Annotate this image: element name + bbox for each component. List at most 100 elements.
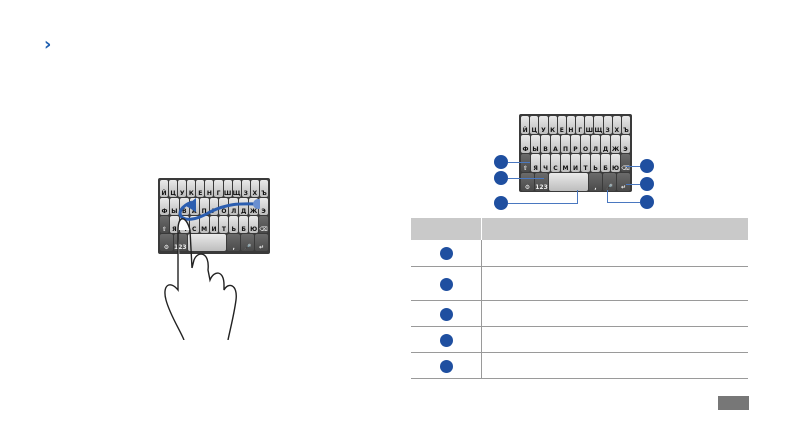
keyboard-key: ↵: [255, 234, 268, 251]
callout-4-marker-icon: [439, 333, 453, 347]
table-function-cell: [481, 240, 748, 267]
keyboard-key: Б: [601, 154, 610, 172]
keyboard-key: ⚙: [160, 234, 173, 251]
keyboard-key: ⇧: [521, 154, 530, 172]
keyboard-key: Ш: [585, 116, 594, 134]
keyboard-row-4: ⚙123,🎤↵: [160, 234, 268, 251]
keyboard-key: К: [548, 116, 557, 134]
keyboard-key: А: [551, 135, 560, 153]
keyboard-key: К: [187, 180, 196, 197]
keyboard-key: 123: [535, 173, 548, 191]
keyboard-key: Ъ: [621, 116, 631, 134]
table-row: [411, 266, 748, 301]
callout-3-line-v: [577, 190, 578, 204]
keyboard-key: [549, 173, 588, 191]
table-callout-cell: [411, 240, 482, 267]
keyboard-key: Й: [521, 116, 530, 134]
keyboard-key: З: [241, 180, 250, 197]
table-row: [411, 352, 748, 379]
keyboard-key: ⌫: [259, 216, 268, 233]
keyboard-key: Х: [250, 180, 259, 197]
callout-5-marker-icon: [439, 359, 453, 373]
keyboard-key: 🎤: [603, 173, 616, 191]
keyboard-key: Я: [169, 216, 179, 233]
keyboard-key: Г: [576, 116, 585, 134]
callout-description-table: [411, 218, 748, 379]
keyboard-key: Ф: [160, 198, 169, 215]
keyboard-key: Ю: [611, 154, 620, 172]
table-function-cell: [481, 300, 748, 327]
table-header-number: [411, 218, 482, 240]
keyboard-key: Ю: [249, 216, 259, 233]
callout-3-line: [508, 203, 578, 204]
section-chevron-icon: ›: [44, 34, 52, 55]
keyboard-key: Т: [581, 154, 590, 172]
keyboard-key: [187, 234, 227, 251]
keyboard-key: Я: [531, 154, 540, 172]
callout-1-marker-icon: [439, 247, 453, 261]
keyboard-key: ,: [589, 173, 602, 191]
keyboard-key: П: [561, 135, 570, 153]
keyboard-row-4: ⚙123,🎤↵: [521, 173, 630, 191]
callout-6-dot: [640, 195, 654, 209]
callout-3-marker-icon: [439, 307, 453, 321]
keyboard-key: Ч: [541, 154, 550, 172]
keyboard-key: У: [178, 180, 187, 197]
callout-5-line: [626, 184, 640, 185]
keyboard-key: Б: [239, 216, 249, 233]
callout-4-dot: [640, 159, 654, 173]
keyboard-key: Э: [259, 198, 268, 215]
keyboard-key: П: [199, 198, 209, 215]
callout-3-dot: [494, 196, 508, 210]
keyboard-key: ⚙: [521, 173, 534, 191]
keyboard-key: И: [571, 154, 580, 172]
keyboard-key: У: [539, 116, 548, 134]
keyboard-key: Ц: [530, 116, 539, 134]
keyboard-key: Ф: [521, 135, 530, 153]
keyboard-key: М: [199, 216, 209, 233]
keyboard-key: Ж: [249, 198, 259, 215]
callout-1-dot: [494, 155, 508, 169]
table-callout-cell: [411, 352, 482, 379]
callout-4-line: [626, 166, 640, 167]
keyboard-key: Д: [601, 135, 610, 153]
callout-1-line: [508, 162, 530, 163]
keyboard-key: Щ: [594, 116, 603, 134]
keyboard-key: Ь: [591, 154, 600, 172]
keyboard-key: ,: [227, 234, 241, 251]
callout-2-dot: [494, 171, 508, 185]
keyboard-key: И: [209, 216, 219, 233]
keyboard-key: Э: [621, 135, 630, 153]
page-number-box: [718, 396, 749, 410]
callout-2-marker-icon: [439, 277, 453, 291]
keyboard-key: Д: [239, 198, 249, 215]
hand-swipe-icon: [164, 198, 260, 340]
table-callout-cell: [411, 266, 482, 301]
callout-6-line-v: [607, 190, 608, 203]
keyboard-key: 🎤: [241, 234, 255, 251]
keyboard-key: Р: [571, 135, 580, 153]
keyboard-key: Щ: [232, 180, 241, 197]
keyboard-key: Т: [219, 216, 229, 233]
keyboard-key: ⇧: [160, 216, 169, 233]
keyboard-key: Г: [214, 180, 223, 197]
keyboard-key: Е: [196, 180, 205, 197]
table-header-function: [481, 218, 748, 240]
keyboard-key: ↵: [617, 173, 630, 191]
keyboard-key: Х: [612, 116, 621, 134]
table-callout-cell: [411, 300, 482, 327]
keyboard-key: Ь: [229, 216, 239, 233]
keyboard-key: Й: [160, 180, 169, 197]
keyboard-key: Л: [229, 198, 239, 215]
table-row: [411, 240, 748, 267]
keyboard-key: Ъ: [259, 180, 268, 197]
keyboard-key: Ы: [531, 135, 540, 153]
table-function-cell: [481, 266, 748, 301]
callout-2-line: [508, 178, 544, 179]
